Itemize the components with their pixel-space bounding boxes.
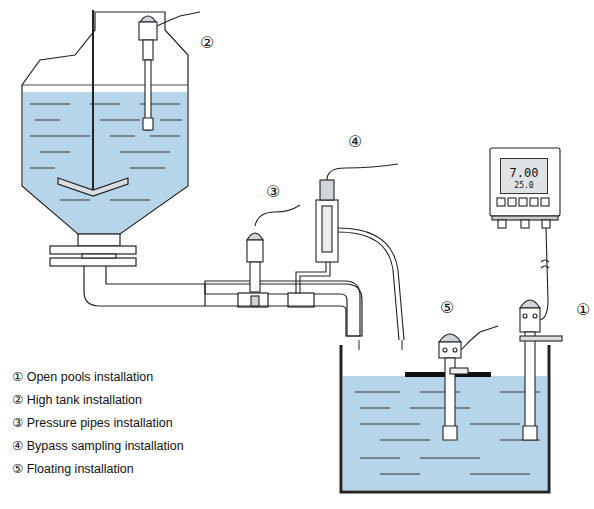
sensor-floating [439,326,498,440]
sensor-open-pool [520,228,562,440]
callout-number: ① [576,302,590,318]
display-reading: 25.0 [501,182,547,190]
meter [490,148,560,228]
callout-number: ③ [266,184,280,200]
legend-item: ⑤ Floating installation [12,463,134,476]
legend-item: ② High tank installation [12,394,142,407]
display-screen: 7.00 25.0 [500,158,548,194]
bypass-cell [296,164,404,340]
callout-number: ② [200,35,214,51]
sensor-pipe [247,205,300,306]
callout-number: ⑤ [440,300,454,316]
callout-number: ④ [348,134,362,150]
display-reading: 7.00 [501,167,547,179]
legend-item: ③ Pressure pipes installation [12,417,173,430]
sensor-tank [139,12,200,130]
pipe [205,281,360,336]
legend-item: ① Open pools installation [12,371,153,384]
pool [341,340,549,492]
legend-item: ④ Bypass sampling installation [12,440,184,453]
tank [22,10,205,306]
